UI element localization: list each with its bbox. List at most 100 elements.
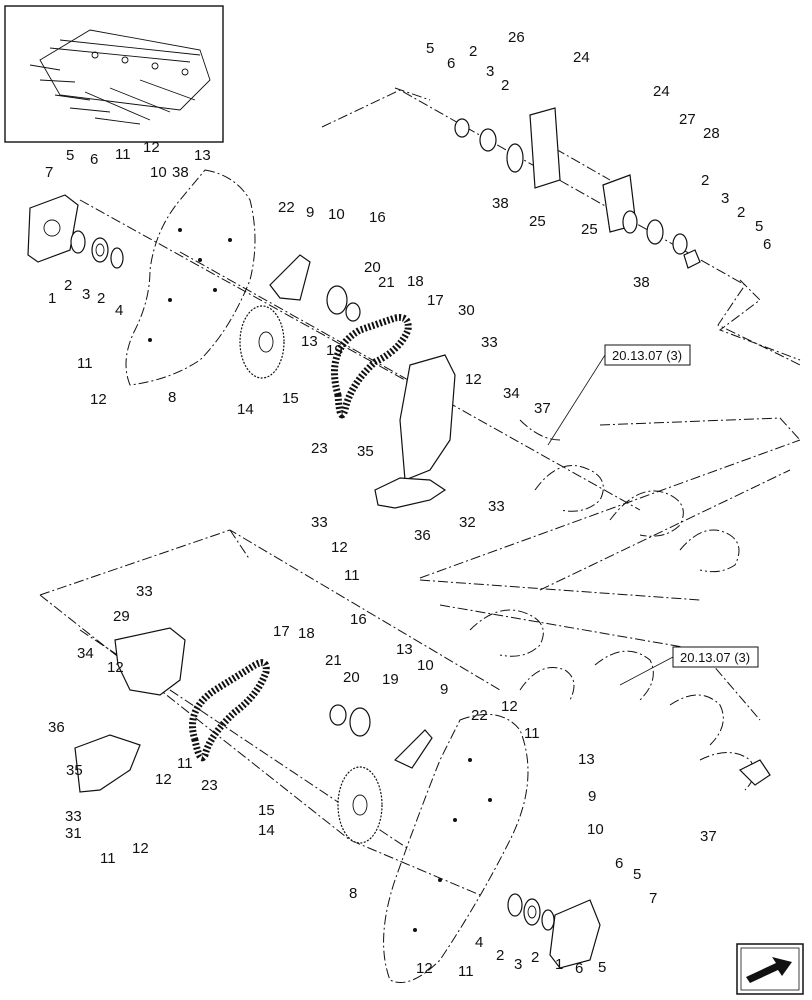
- callouts-lower-callout-2: 2: [496, 947, 504, 964]
- callouts-upper-callout-30: 30: [458, 302, 475, 319]
- reference-box-upper[interactable]: 20.13.07 (3): [547, 344, 691, 446]
- callouts-lower-callout-37: 37: [700, 828, 717, 845]
- callouts-upper-callout-13: 13: [301, 333, 318, 350]
- bearings-upper-right: [454, 118, 701, 269]
- callouts-upper-callout-35: 35: [357, 443, 374, 460]
- callouts-lower-callout-15: 15: [258, 802, 275, 819]
- callouts-lower-callout-9: 9: [588, 788, 596, 805]
- callouts-lower-callout-6: 6: [575, 960, 583, 977]
- callouts-upper-callout-27: 27: [679, 111, 696, 128]
- callouts-lower-callout-1: 1: [555, 956, 563, 973]
- callouts-upper-callout-24: 24: [573, 49, 590, 66]
- bearing-plate-24-rear: [529, 107, 561, 189]
- callouts-lower-callout-33: 33: [136, 583, 153, 600]
- sprocket-14-upper: [239, 305, 285, 379]
- callouts-upper-callout-15: 15: [282, 390, 299, 407]
- callouts-upper-callout-12: 12: [143, 139, 160, 156]
- callouts-upper-callout-2: 2: [97, 290, 105, 307]
- callouts-lower-callout-33: 33: [65, 808, 82, 825]
- callouts-lower-callout-12: 12: [107, 659, 124, 676]
- callouts-upper-callout-37: 37: [534, 400, 551, 417]
- callouts-upper-callout-9: 9: [306, 204, 314, 221]
- callouts-upper-callout-2: 2: [501, 77, 509, 94]
- callouts-lower-callout-21: 21: [325, 652, 342, 669]
- callouts-upper-callout-33: 33: [311, 514, 328, 531]
- callouts-lower-callout-10: 10: [587, 821, 604, 838]
- callouts-lower-callout-4: 4: [475, 934, 483, 951]
- callouts-lower-callout-11: 11: [524, 725, 540, 742]
- callouts-lower-callout-12: 12: [132, 840, 149, 857]
- callouts-upper-callout-38: 38: [633, 274, 650, 291]
- guard-32-upper: [374, 477, 447, 509]
- callouts-upper-callout-6: 6: [763, 236, 771, 253]
- callouts-lower-callout-17: 17: [273, 623, 290, 640]
- bearing-plate-lower-right: [549, 899, 601, 969]
- callouts-upper-callout-21: 21: [378, 274, 395, 291]
- callouts-lower-callout-12: 12: [501, 698, 518, 715]
- callouts-upper-callout-10: 10: [328, 206, 345, 223]
- callouts-upper-callout-32: 32: [459, 514, 476, 531]
- callouts-lower-callout-8: 8: [349, 885, 357, 902]
- callouts-upper-callout-25: 25: [581, 221, 598, 238]
- callouts-upper-callout-3: 3: [486, 63, 494, 80]
- callouts-lower-callout-22: 22: [471, 707, 488, 724]
- callouts-upper-callout-3: 3: [82, 286, 90, 303]
- callouts-lower-callout-16: 16: [350, 611, 367, 628]
- callouts-lower-callout-23: 23: [201, 777, 218, 794]
- callouts-upper-callout-3: 3: [721, 190, 729, 207]
- callouts-upper-callout-6: 6: [90, 151, 98, 168]
- idler-sprocket-16-lower: [329, 704, 371, 737]
- callouts-lower-callout-19: 19: [382, 671, 399, 688]
- callouts-upper-callout-25: 25: [529, 213, 546, 230]
- callouts-lower-callout-11: 11: [458, 963, 474, 980]
- callouts-lower-callout-5: 5: [633, 866, 641, 883]
- idler-bracket-22-upper: [269, 254, 311, 301]
- drive-chain-23-upper: [331, 314, 412, 419]
- reference-box-lower[interactable]: 20.13.07 (3): [619, 646, 759, 686]
- auger-flighting-upper: [519, 419, 740, 573]
- callouts-lower-callout-12: 12: [416, 960, 433, 977]
- callouts-upper-callout-2: 2: [469, 43, 477, 60]
- callouts-upper-callout-11: 11: [115, 146, 131, 163]
- phantom-outline-lower: [39, 529, 761, 896]
- callouts-upper-callout-16: 16: [369, 209, 386, 226]
- callouts-upper-callout-5: 5: [755, 218, 763, 235]
- bearings-upper-left: [70, 230, 124, 269]
- side-sheet-lower: [383, 713, 529, 983]
- callouts-upper-callout-6: 6: [447, 55, 455, 72]
- callouts-upper-callout-12: 12: [331, 539, 348, 556]
- idler-bracket-22-lower: [393, 729, 433, 769]
- bearing-plate-upper-left: [27, 194, 79, 263]
- reference-text-upper: 20.13.07 (3): [612, 348, 682, 363]
- callouts-lower-callout-11: 11: [100, 850, 116, 867]
- callouts-upper-callout-1: 1: [48, 290, 56, 307]
- callouts-upper-callout-10: 10: [150, 164, 167, 181]
- callouts-lower-callout-9: 9: [440, 681, 448, 698]
- fasteners-upper-sheet: [148, 228, 232, 342]
- idler-sprocket-16-upper: [326, 285, 361, 322]
- callouts-upper-callout-11: 11: [77, 355, 93, 372]
- callouts-upper-callout-13: 13: [194, 147, 211, 164]
- next-page-arrow-icon[interactable]: [736, 943, 804, 995]
- callouts-upper-callout-28: 28: [703, 125, 720, 142]
- chain-guard-29-lower: [114, 627, 186, 696]
- side-sheet-upper: [125, 169, 256, 386]
- callouts-upper-callout-22: 22: [278, 199, 295, 216]
- callouts-lower-callout-31: 31: [65, 825, 82, 842]
- callouts-upper-callout-12: 12: [90, 391, 107, 408]
- callouts-upper-callout-33: 33: [481, 334, 498, 351]
- callouts-lower-callout-34: 34: [77, 645, 94, 662]
- callouts-upper-callout-7: 7: [45, 164, 53, 181]
- callouts-lower-callout-2: 2: [531, 949, 539, 966]
- callouts-lower-callout-14: 14: [258, 822, 275, 839]
- callouts-upper-callout-19: 19: [326, 342, 343, 359]
- callouts-upper-callout-2: 2: [64, 277, 72, 294]
- phantom-outline-upper: [79, 89, 801, 601]
- callouts-lower-callout-12: 12: [155, 771, 172, 788]
- callouts-lower-callout-5: 5: [598, 959, 606, 976]
- callouts-upper-callout-2: 2: [701, 172, 709, 189]
- callouts-upper-callout-38: 38: [172, 164, 189, 181]
